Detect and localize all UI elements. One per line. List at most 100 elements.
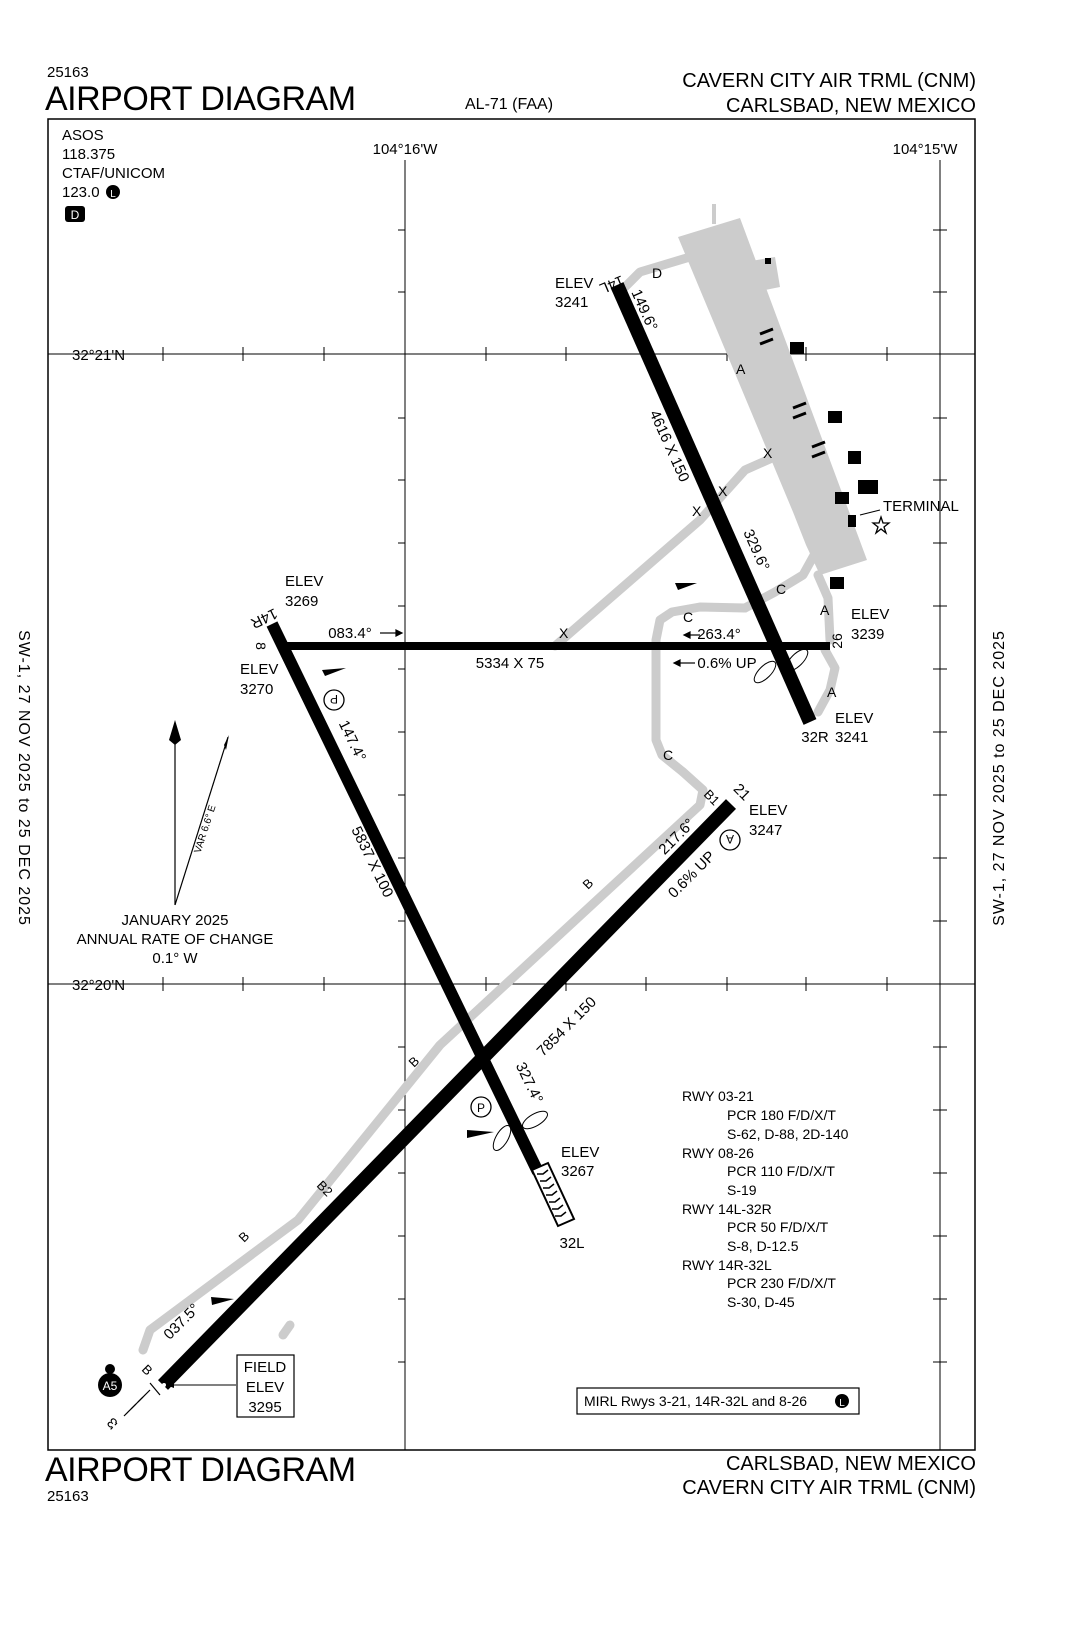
papi-p-label-32l: P <box>477 1101 485 1115</box>
taxiway-x-label-2: X <box>718 483 728 499</box>
airport-beacon-icon <box>871 514 891 535</box>
runway-03-21 <box>157 799 737 1390</box>
runway-32l-chevrons <box>530 1161 576 1228</box>
airport-name-bottom: CAVERN CITY AIR TRML (CNM) <box>682 1477 976 1499</box>
chart-number-bottom: 25163 <box>47 1488 89 1505</box>
atis-badge-icon <box>65 206 85 222</box>
magnetic-variation-symbol <box>169 720 229 906</box>
map-frame <box>47 118 976 1451</box>
airport-location-top: CARLSBAD, NEW MEXICO <box>725 95 976 117</box>
pcr-gear-4: S-30, D-45 <box>727 1294 795 1310</box>
papi-p-circle-32l <box>470 1096 492 1118</box>
pcr-gear-1: S-62, D-88, 2D-140 <box>727 1126 849 1142</box>
chart-title-bottom: AIRPORT DIAGRAM <box>45 1451 356 1489</box>
elev-08: 3270 <box>240 681 273 698</box>
chart-number-top: 25163 <box>47 64 89 81</box>
elev-label-32l: ELEV <box>561 1144 599 1161</box>
heading-arrows <box>380 629 700 667</box>
papi-p-label-14r: P <box>330 692 338 706</box>
papi-p-circle-14r <box>323 689 345 711</box>
runway-end-21: 21 <box>730 780 754 804</box>
latitude-south-label: 32°20'N <box>72 977 125 994</box>
pcr-gear-3: S-8, D-12.5 <box>727 1238 799 1254</box>
chart-title-top: AIRPORT DIAGRAM <box>45 80 356 118</box>
pcr-rwy-1: RWY 03-21 <box>682 1088 754 1104</box>
taxiway-b-label-3: B <box>236 1228 253 1245</box>
elev-label-26: ELEV <box>851 606 889 623</box>
taxiway-c-label-1: C <box>776 581 786 597</box>
apron-area <box>678 204 867 575</box>
approach-a-label: A <box>726 832 734 846</box>
field-elev-box <box>236 1354 295 1418</box>
a5-marker-label: A5 <box>103 1379 118 1393</box>
taxiway-x-label-1: X <box>763 445 773 461</box>
elev-26: 3239 <box>851 626 884 643</box>
magnetic-date: JANUARY 2025 <box>121 912 228 929</box>
runway-end-26: 26 <box>829 633 845 649</box>
field-elev-line2: ELEV <box>246 1379 284 1396</box>
elev-label-14r: ELEV <box>285 573 323 590</box>
ils-critical-areas <box>492 648 809 1151</box>
pcr-value-4: PCR 230 F/D/X/T <box>727 1275 836 1291</box>
runway-end-32l: 32L <box>559 1235 584 1252</box>
pcr-rwy-3: RWY 14L-32R <box>682 1201 772 1217</box>
terminal-buildings <box>765 258 878 589</box>
taxiway-x-label-3: X <box>692 503 702 519</box>
elev-label-32r: ELEV <box>835 710 873 727</box>
terminal-label: TERMINAL <box>883 498 959 515</box>
longitude-east-label: 104°15'W <box>893 141 959 158</box>
airport-location-bottom: CARLSBAD, NEW MEXICO <box>725 1453 976 1475</box>
pcr-info-block: RWY 03-21 PCR 180 F/D/X/T S-62, D-88, 2D… <box>682 1088 849 1310</box>
mirl-note: MIRL Rwys 3-21, 14R-32L and 8-26 <box>584 1393 807 1409</box>
magnetic-rate: 0.1° W <box>152 950 198 967</box>
ctaf-frequency: 123.0 <box>62 184 100 201</box>
heading-26: 263.4° <box>697 626 741 643</box>
field-elev-value: 3295 <box>248 1399 281 1416</box>
atis-badge-text: D <box>71 208 80 222</box>
runway-14r-32l <box>266 621 544 1175</box>
ctaf-label: CTAF/UNICOM <box>62 165 165 182</box>
asos-label: ASOS <box>62 127 104 144</box>
lighting-badge-text: L <box>110 189 116 200</box>
a5-marker-icon <box>98 1373 122 1397</box>
slope-26: 0.6% UP <box>697 655 756 672</box>
taxiway-a-label-south: A <box>827 684 837 700</box>
taxiway-x-label-4: X <box>559 625 569 641</box>
taxiway-network <box>138 252 840 1355</box>
elev-14r: 3269 <box>285 593 318 610</box>
elev-label-21: ELEV <box>749 802 787 819</box>
mirl-note-box <box>576 1387 860 1415</box>
pcr-value-2: PCR 110 F/D/X/T <box>727 1163 835 1179</box>
latitude-north-label: 32°21'N <box>72 347 125 364</box>
airport-name-top: CAVERN CITY AIR TRML (CNM) <box>682 70 976 92</box>
magnetic-variation-label: VAR 6.6° E <box>193 803 219 854</box>
elev-32l: 3267 <box>561 1163 594 1180</box>
taxiway-a-label-mid: A <box>820 602 830 618</box>
approach-a-circle <box>719 829 741 851</box>
papi-symbols <box>211 583 697 1305</box>
heading-32l: 327.4° <box>512 1060 546 1107</box>
pcr-rwy-4: RWY 14R-32L <box>682 1257 772 1273</box>
elev-21: 3247 <box>749 822 782 839</box>
pcr-value-3: PCR 50 F/D/X/T <box>727 1219 829 1235</box>
taxiway-c-label-2: C <box>683 609 693 625</box>
runway-end-32r: 32R <box>801 729 829 746</box>
lighting-badge-icon <box>106 185 120 199</box>
elev-14l: 3241 <box>555 294 588 311</box>
heading-08: 083.4° <box>328 625 372 642</box>
taxiway-a-label-north: A <box>736 361 746 377</box>
graticule-ticks <box>162 229 947 1363</box>
field-elev-line1: FIELD <box>244 1359 287 1376</box>
magnetic-rate-label: ANNUAL RATE OF CHANGE <box>77 931 274 948</box>
taxiway-c-label-3: C <box>663 747 673 763</box>
taxiway-b-label-1: B <box>580 875 597 892</box>
elev-32r: 3241 <box>835 729 868 746</box>
elev-label-14l: ELEV <box>555 275 593 292</box>
mirl-lighting-icon <box>835 1394 849 1408</box>
mirl-lighting-badge: L <box>839 1398 845 1409</box>
pcr-rwy-2: RWY 08-26 <box>682 1145 754 1161</box>
runway-end-08: 8 <box>253 642 269 650</box>
tie-down-markers <box>759 327 826 459</box>
taxiway-b-label-4: B <box>139 1362 156 1379</box>
